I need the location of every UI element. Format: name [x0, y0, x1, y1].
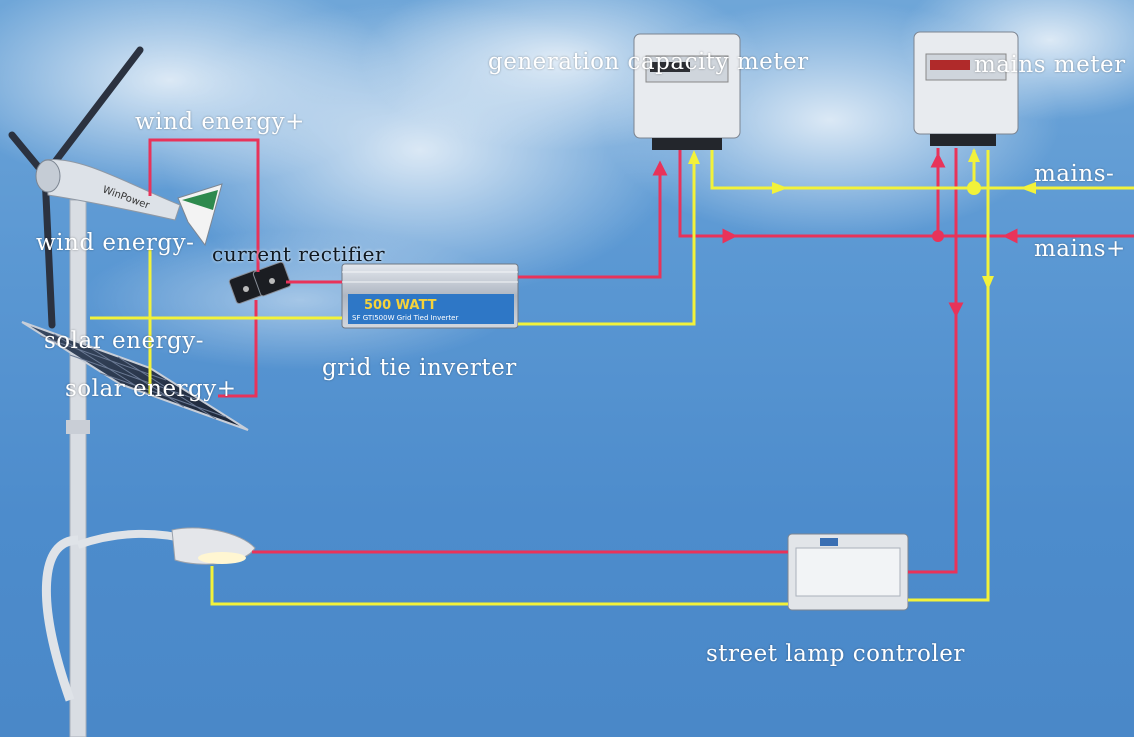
generation-capacity-meter	[633, 33, 741, 150]
wire-inverter-to-gen-meter-minus	[518, 160, 696, 326]
wire-solar-plus	[218, 300, 258, 398]
label-wind-energy-plus: wind energy+	[135, 109, 305, 135]
mains-meter	[913, 31, 1019, 146]
junction-mains-minus	[967, 181, 981, 195]
solar-panel	[21, 321, 249, 431]
label-street-lamp-controler: street lamp controler	[706, 641, 965, 667]
negative-arrows	[688, 148, 1036, 290]
label-mains-plus: mains+	[1034, 236, 1126, 262]
wire-gen-meter-out	[678, 150, 738, 244]
label-generation-capacity-meter: generation capacity meter	[488, 49, 809, 75]
label-current-rectifier: current rectifier	[212, 242, 386, 266]
label-solar-energy-minus: solar energy-	[44, 328, 205, 354]
negative-wires	[90, 150, 1134, 606]
wire-controller-to-lamp-minus	[210, 566, 788, 606]
wire-inverter-to-gen-meter	[518, 160, 668, 279]
label-grid-tie-inverter: grid tie inverter	[322, 355, 517, 381]
wire-to-controller-plus	[908, 300, 958, 574]
grid-tie-inverter: 500 WATT SF GTI500W Grid Tied Inverter	[341, 263, 519, 329]
wire-wind-plus	[148, 138, 260, 272]
street-lamp-controller	[787, 533, 909, 611]
wire-mains-minus-bus	[710, 150, 1134, 190]
inverter-wattage: 500 WATT	[364, 298, 437, 313]
junction-mains-plus	[932, 230, 944, 242]
wind-turbine: WinPower	[8, 46, 223, 329]
label-solar-energy-plus: solar energy+	[65, 376, 237, 402]
current-rectifier	[228, 261, 292, 305]
inverter-model: SF GTI500W Grid Tied Inverter	[352, 314, 458, 322]
label-mains-meter: mains meter	[974, 52, 1126, 78]
positive-wires	[148, 138, 1134, 574]
label-wind-energy-minus: wind energy-	[36, 230, 195, 256]
label-mains-minus: mains-	[1034, 161, 1115, 187]
street-lamp	[171, 527, 256, 565]
wire-to-controller-minus	[908, 150, 990, 602]
